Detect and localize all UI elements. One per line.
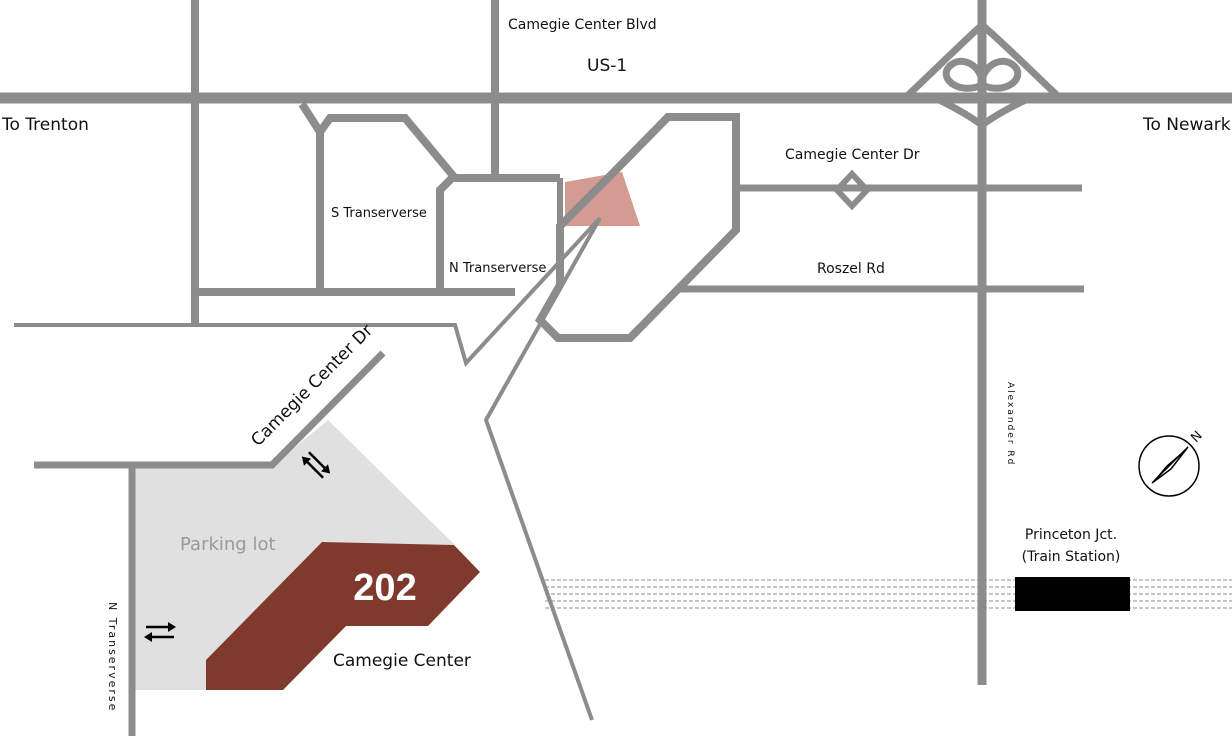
campus-access-road [483, 217, 602, 721]
train-station [1015, 577, 1130, 611]
n-transerverse-road [436, 174, 560, 292]
roundabout-diamond [832, 169, 872, 211]
to-trenton-label: To Trenton [1, 115, 89, 135]
n-transerverse-vertical-label: N Transerverse [106, 602, 119, 712]
alexander-rd-label: Alexander Rd [1005, 382, 1015, 466]
us1-label: US-1 [587, 56, 627, 76]
carnegie-center-dr-east-label: Camegie Center Dr [785, 147, 920, 163]
two-way-arrow-icon [144, 622, 176, 642]
cloverleaf-road [902, 20, 1063, 101]
compass-north-label: N [1188, 428, 1205, 445]
compass-icon: N [1138, 428, 1206, 497]
highlight-block [565, 172, 640, 226]
cloverleaf-road [933, 94, 1032, 130]
two-way-arrow-icon [301, 451, 331, 479]
cloverleaf-road [978, 57, 1022, 92]
cloverleaf-road [942, 57, 986, 92]
parking-lot-label: Parking lot [180, 534, 276, 555]
to-newark-label: To Newark [1142, 115, 1231, 135]
s-transerverse-road [298, 101, 324, 292]
carnegie-center-dr-diag-label: Camegie Center Dr [247, 321, 377, 451]
s-transerverse-label: S Transerverse [331, 206, 427, 221]
station-label-line2: (Train Station) [1022, 549, 1121, 565]
west-access-road [14, 216, 602, 367]
carnegie-center-dr-diag-road [34, 350, 386, 469]
carnegie-center-loop-road [535, 113, 740, 342]
n-transerverse-label: N Transerverse [449, 261, 546, 276]
parking-lot-area [132, 420, 455, 690]
building-202 [206, 542, 480, 690]
carnegie-center-blvd-label: Camegie Center Blvd [508, 17, 657, 33]
s-transerverse-road [316, 114, 459, 181]
roszel-rd-label: Roszel Rd [817, 261, 885, 277]
building-number: 202 [353, 567, 416, 609]
station-label-line1: Princeton Jct. [1025, 527, 1117, 543]
carnegie-center-label: Camegie Center [333, 651, 471, 671]
